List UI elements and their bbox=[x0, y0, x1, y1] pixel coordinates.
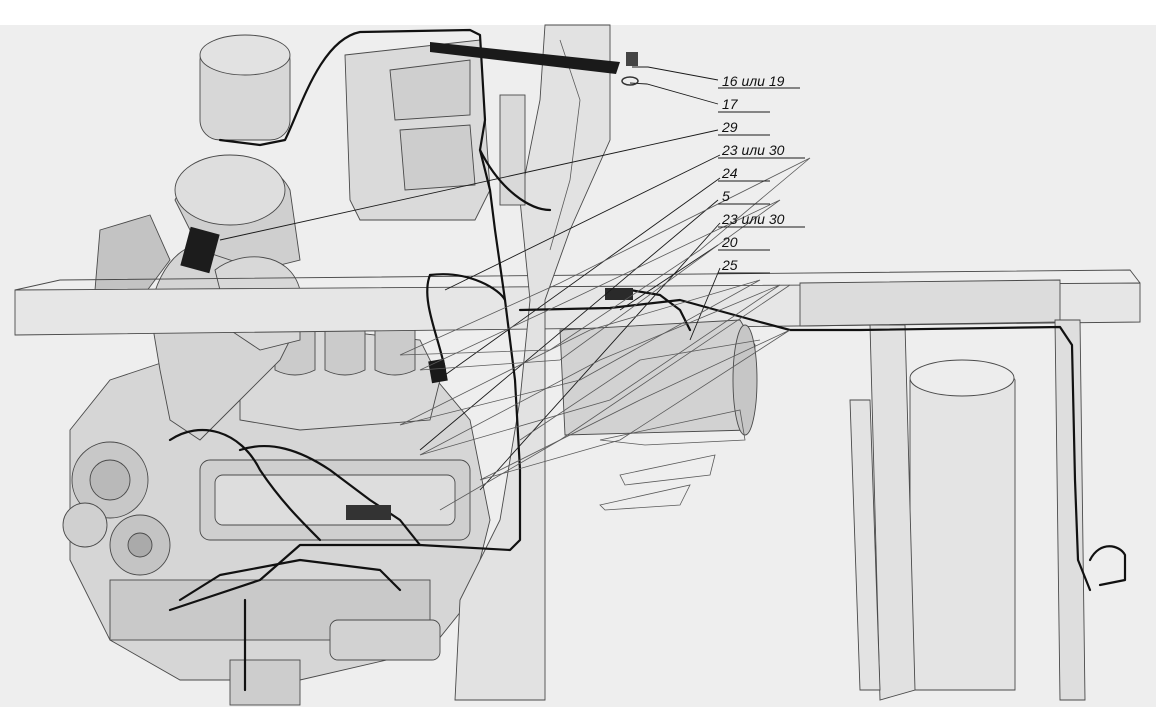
wiring-harness bbox=[168, 28, 1127, 692]
pointer-wedge bbox=[430, 42, 620, 74]
callout-label: 20 bbox=[721, 234, 738, 250]
callout-label: 29 bbox=[721, 119, 738, 135]
bolt-part bbox=[626, 52, 638, 66]
ecu-box bbox=[344, 39, 526, 221]
vertical-frame-members bbox=[849, 319, 1086, 701]
leader-lines bbox=[219, 42, 811, 511]
callout-label: 24 bbox=[721, 165, 738, 181]
callout-label: 25 bbox=[721, 257, 738, 273]
silencer bbox=[559, 319, 758, 436]
callout-labels: 16 или 19 17 29 23 или 30 24 5 23 или 30… bbox=[721, 73, 785, 273]
callout-label: 16 или 19 bbox=[722, 73, 785, 89]
callout-label: 23 или 30 bbox=[721, 211, 785, 227]
washer-part bbox=[621, 76, 639, 86]
callout-label: 17 bbox=[722, 96, 739, 112]
callout-label: 23 или 30 bbox=[721, 142, 785, 158]
engine-assembly bbox=[62, 322, 491, 706]
cylinder-tank bbox=[909, 359, 1016, 691]
callout-label: 5 bbox=[722, 188, 730, 204]
